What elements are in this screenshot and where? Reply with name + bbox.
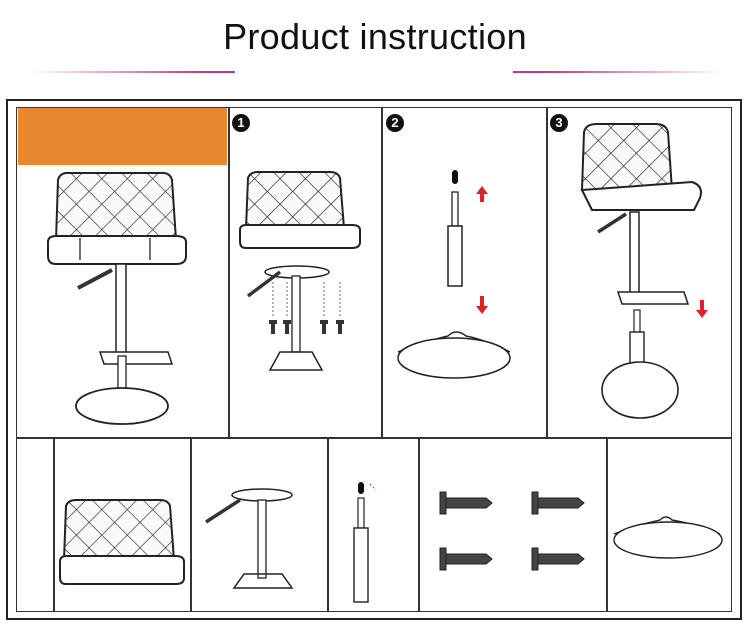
instruction-frame (6, 99, 742, 620)
part-base-illustration (613, 516, 723, 559)
panel-part-screws (419, 438, 607, 612)
part-column-illustration (205, 488, 294, 589)
step-badge-2: 2 (386, 114, 404, 132)
up-arrow-icon (476, 186, 488, 202)
orange-label-bar (18, 108, 227, 165)
title-rule-left (30, 71, 235, 73)
part-seat-illustration (59, 499, 185, 585)
part-gas-lift-illustration (353, 482, 377, 603)
assembled-stool-illustration (47, 171, 187, 425)
panel-step-2 (382, 107, 547, 438)
down-arrow-icon (476, 296, 488, 314)
panel-part-gas-lift (328, 438, 419, 612)
panel-parts-spacer (16, 438, 54, 612)
step-3-illustration (580, 123, 708, 419)
step-1-illustration (239, 171, 361, 371)
page-title: Product instruction (223, 16, 527, 57)
step-badge-1: 1 (232, 114, 250, 132)
title-rule-right (513, 71, 723, 73)
step-badge-3: 3 (550, 114, 568, 132)
part-screws-illustration (439, 491, 585, 571)
down-arrow-icon (696, 300, 708, 318)
step-2-illustration (397, 170, 511, 379)
